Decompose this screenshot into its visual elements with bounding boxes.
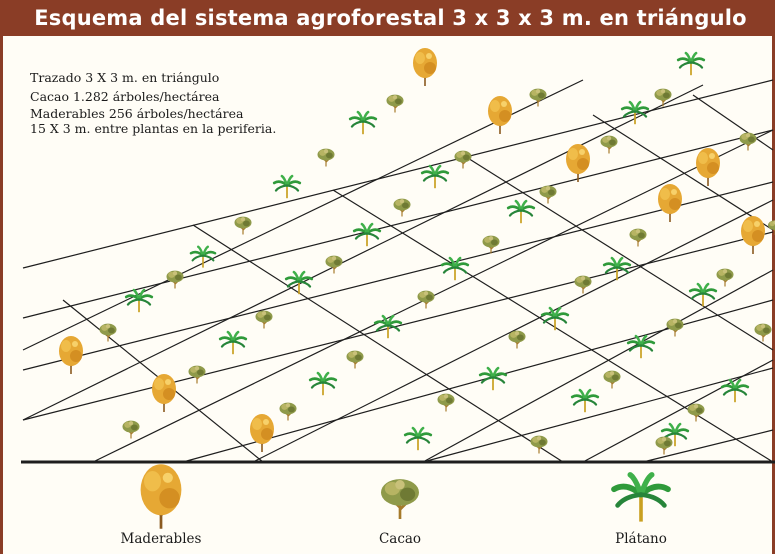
maderable-tree-icon [412,47,438,87]
grid-line [252,199,774,463]
cacao-tree-icon [715,268,735,288]
notes-block: Trazado 3 X 3 m. en triángulo Cacao 1.28… [30,68,276,136]
cacao-tree-icon [753,323,773,343]
platano-plant-icon [420,164,450,190]
cacao-tree-icon [345,350,365,370]
cacao-tree-icon [628,228,648,248]
grid-line [642,429,774,463]
plantation-scene [21,47,775,531]
platano-plant-icon [272,174,302,200]
platano-plant-icon [403,426,433,452]
grid-line [592,114,774,231]
cacao-tree-icon [654,436,674,456]
grid-line [22,84,704,421]
grid-line [462,154,774,351]
grid-line [192,224,564,463]
maderable-tree-icon [151,373,177,413]
cacao-tree-icon [187,365,207,385]
cacao-tree-icon [602,370,622,390]
grid-line [22,79,774,269]
grid-line [422,269,774,463]
cacao-tree-icon [278,402,298,422]
diagram-title: Esquema del sistema agroforestal 3 x 3 x… [34,6,747,30]
cacao-tree-icon [416,290,436,310]
grid-line [422,367,774,463]
cacao-tree-icon [392,198,412,218]
grid-line [22,79,584,351]
cacao-tree-icon [507,330,527,350]
cacao-tree-icon [665,318,685,338]
cacao-tree-icon [254,310,274,330]
cacao-tree-icon [324,255,344,275]
platano-plant-icon [218,330,248,356]
grid-line [692,94,774,151]
cacao-tree-icon [738,132,758,152]
grid-line [332,189,774,463]
platano-plant-icon [348,110,378,136]
planting-grid [22,79,774,463]
cacao-tree-icon [165,270,185,290]
legend-label-maderables: Maderables [120,531,202,547]
note-layout: Trazado 3 X 3 m. en triángulo [30,70,220,85]
note-periphery-spacing: 15 X 3 m. entre plantas en la periferia. [30,121,277,136]
cacao-tree-icon [233,216,253,236]
legend-label-cacao: Cacao [378,531,422,547]
platano-plant-icon [506,199,536,225]
platano-plant-icon [676,51,706,77]
maderable-tree-icon [657,183,683,223]
cacao-tree-icon [573,275,593,295]
maderable-tree-icon [249,413,275,453]
cacao-tree-icon [98,323,118,343]
platano-plant-icon [352,222,382,248]
cacao-tree-icon [528,88,548,108]
platano-plant-icon [373,314,403,340]
maderable-tree-icon [58,335,84,375]
grid-line [582,359,774,463]
cacao-tree-icon [599,135,619,155]
note-maderables-density: Maderables 256 árboles/hectárea [30,106,244,121]
platano-plant-icon [620,100,650,126]
platano-plant-icon [570,388,600,414]
maderable-tree-icon [740,215,766,255]
legend-cacao-icon [379,477,421,521]
platano-plant-icon [720,378,750,404]
maderable-tree-icon [695,147,721,187]
grid-line [22,129,774,319]
cacao-tree-icon [453,150,473,170]
legend-maderables-icon [139,462,183,531]
title-bar: Esquema del sistema agroforestal 3 x 3 x… [3,0,775,36]
cacao-tree-icon [538,185,558,205]
platano-plant-icon [540,306,570,332]
cacao-tree-icon [436,393,456,413]
platano-plant-icon [189,245,217,269]
legend-platano-icon [614,475,668,522]
cacao-tree-icon [316,148,336,168]
platano-plant-icon [284,270,314,296]
cacao-tree-icon [385,94,405,114]
legend-label-platano: Plátano [615,531,667,547]
cacao-tree-icon [686,403,706,423]
maderable-tree-icon [487,95,513,135]
planting-layout [58,47,775,456]
cacao-tree-icon [121,420,141,440]
grid-line [22,181,774,371]
note-cacao-density: Cacao 1.282 árboles/hectárea [30,89,220,104]
platano-plant-icon [308,371,338,397]
cacao-tree-icon [653,88,673,108]
